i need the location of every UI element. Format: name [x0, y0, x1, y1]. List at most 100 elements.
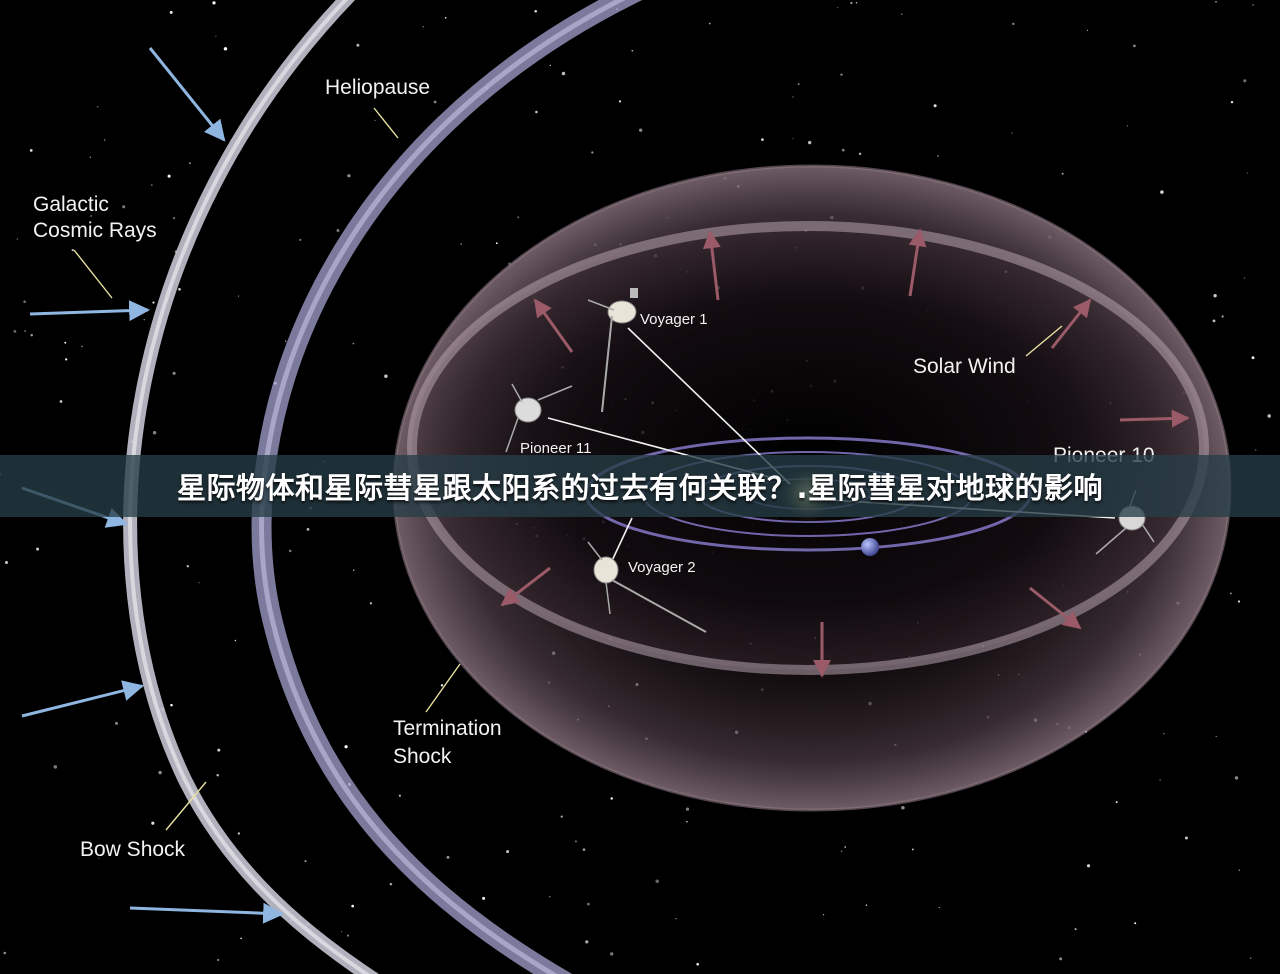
solar-wind-label: Solar Wind: [913, 355, 1016, 378]
star: [840, 850, 843, 853]
star: [1212, 319, 1216, 323]
galactic-label-line1: Galactic: [33, 193, 109, 216]
star: [389, 882, 393, 886]
star: [708, 22, 711, 25]
star: [172, 371, 176, 375]
star: [353, 569, 355, 571]
star: [938, 906, 940, 909]
star: [1243, 277, 1246, 279]
star: [240, 937, 242, 940]
star: [850, 1, 853, 5]
star: [1237, 600, 1241, 603]
star: [585, 940, 589, 944]
star: [937, 155, 939, 157]
star: [237, 295, 240, 297]
star: [655, 879, 659, 884]
star: [152, 430, 157, 435]
star: [152, 301, 155, 304]
star: [446, 855, 450, 859]
star: [306, 528, 310, 531]
star: [582, 848, 586, 851]
star: [761, 138, 764, 141]
heliopause-label: Heliopause: [325, 76, 430, 99]
star: [1249, 957, 1252, 959]
star: [1160, 190, 1164, 194]
termination-label-line1: Termination: [393, 717, 502, 740]
star: [223, 47, 228, 51]
star: [198, 582, 200, 584]
star: [1238, 869, 1240, 871]
star: [369, 602, 373, 605]
star: [178, 287, 181, 291]
star: [631, 49, 634, 52]
label-leader-lines: [73, 107, 1063, 831]
star: [840, 73, 843, 76]
voyager2-spacecraft: [587, 541, 707, 633]
star: [1246, 172, 1249, 174]
star: [618, 100, 622, 103]
star: [30, 333, 33, 337]
star: [64, 341, 67, 344]
star: [844, 846, 846, 848]
star: [13, 329, 17, 333]
star: [346, 934, 350, 937]
star: [591, 151, 594, 154]
star: [675, 917, 677, 920]
star: [189, 162, 191, 164]
star: [288, 549, 292, 553]
star: [1011, 132, 1013, 134]
star: [23, 300, 26, 304]
star: [16, 238, 18, 240]
star: [1229, 592, 1232, 595]
star: [217, 748, 221, 752]
star: [186, 565, 189, 568]
star: [1234, 776, 1239, 780]
star: [495, 242, 498, 245]
star: [901, 13, 903, 15]
star: [1243, 79, 1247, 83]
star: [36, 547, 40, 551]
star: [1115, 801, 1118, 804]
star: [398, 794, 401, 797]
star: [1252, 4, 1254, 6]
star: [911, 848, 914, 851]
star: [696, 962, 700, 966]
star: [150, 184, 153, 187]
star: [534, 9, 537, 13]
star: [98, 857, 100, 859]
star: [340, 931, 342, 933]
star: [90, 215, 92, 217]
star: [1087, 29, 1089, 31]
star: [549, 64, 551, 67]
star: [1215, 0, 1217, 3]
galactic-label-line2: Cosmic Rays: [33, 219, 157, 242]
bow-shock-label: Bow Shock: [80, 838, 186, 861]
star: [1215, 735, 1217, 738]
star: [143, 318, 145, 321]
star: [336, 229, 340, 232]
star: [115, 721, 118, 725]
star: [215, 35, 217, 38]
star: [237, 832, 241, 835]
star: [841, 148, 845, 152]
star: [422, 26, 424, 28]
star: [151, 821, 155, 825]
cosmic-ray-arrows: [21, 47, 285, 924]
star: [53, 765, 58, 769]
star: [1133, 44, 1136, 48]
star: [1255, 449, 1257, 451]
star: [1061, 172, 1064, 175]
star: [122, 205, 126, 209]
star: [1184, 836, 1188, 840]
star: [808, 140, 812, 145]
pioneer11-label: Pioneer 11: [520, 440, 591, 457]
star: [440, 684, 444, 687]
star: [1267, 414, 1271, 418]
star: [517, 216, 520, 219]
star: [212, 1, 216, 5]
star: [344, 745, 348, 749]
star: [347, 174, 351, 178]
star: [482, 896, 486, 900]
star: [96, 105, 99, 108]
star: [304, 859, 307, 863]
